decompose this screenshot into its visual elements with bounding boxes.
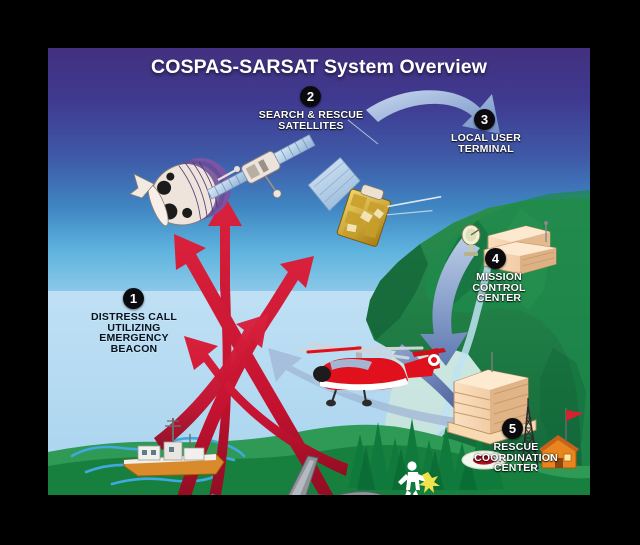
step-label-3-line-1: LOCAL USER: [450, 132, 522, 144]
step-label-5: RESCUE COORDINATION CENTER: [452, 442, 580, 474]
downlink-arrow: [366, 90, 500, 134]
rcc-to-helicopter-arrow: [268, 348, 458, 428]
distressed-ship: [123, 418, 225, 477]
leo-satellite: [206, 134, 316, 200]
lut-dish: [461, 224, 481, 256]
beacon-signal-arrows: [154, 196, 348, 495]
step-label-5-line-3: CENTER: [493, 462, 539, 475]
step-label-3-line-2: TERMINAL: [458, 142, 514, 155]
step-label-4-line-1: MISSION: [476, 271, 522, 283]
hiker-with-beacon: [398, 461, 440, 495]
step-label-2-line-2: SATELLITES: [278, 119, 344, 132]
step-label-5-line-2: COORDINATION: [474, 451, 558, 464]
step-label-4: MISSION CONTROL CENTER: [444, 272, 554, 304]
step-label-4-line-3: CENTER: [476, 292, 522, 305]
step-label-1-line-2: UTILIZING: [107, 321, 161, 334]
lut-to-mcc-arrow: [420, 238, 480, 366]
step-label-4-line-2: CONTROL: [472, 281, 526, 294]
step-badge-5: 5: [502, 418, 523, 439]
satellite-label-leader: [347, 119, 379, 145]
step-label-1-line-4: BEACON: [110, 343, 158, 356]
beacon-flash: [419, 472, 440, 493]
step-label-3: LOCAL USER TERMINAL: [426, 133, 546, 154]
geostationary-satellite: [129, 158, 240, 227]
crashed-aircraft: [210, 455, 383, 495]
page-title: COSPAS-SARSAT System Overview: [151, 56, 487, 78]
step-label-1-line-3: EMERGENCY: [99, 332, 169, 345]
radio-tower: [521, 398, 539, 469]
rescue-helicopter: [298, 342, 446, 407]
step-label-2-line-1: SEARCH & RESCUE: [258, 109, 364, 121]
system-overview-illustration: [48, 48, 590, 495]
step-badge-2: 2: [300, 86, 321, 107]
rcc-flag: [565, 408, 584, 442]
step-badge-1: 1: [123, 288, 144, 309]
step-label-1-line-1: DISTRESS CALL: [90, 311, 178, 323]
step-label-1: DISTRESS CALL UTILIZING EMERGENCY BEACON: [68, 312, 200, 355]
helipad: [461, 450, 507, 470]
step-badge-4: 4: [485, 248, 506, 269]
step-label-5-line-1: RESCUE: [493, 441, 539, 453]
step-label-2: SEARCH & RESCUE SATELLITES: [228, 110, 394, 131]
illustration-frame: COSPAS-SARSAT System Overview 2 SEARCH &…: [48, 48, 590, 495]
rcc-building: [539, 435, 579, 469]
sarsat-satellite: [307, 157, 442, 247]
step-badge-3: 3: [474, 109, 495, 130]
